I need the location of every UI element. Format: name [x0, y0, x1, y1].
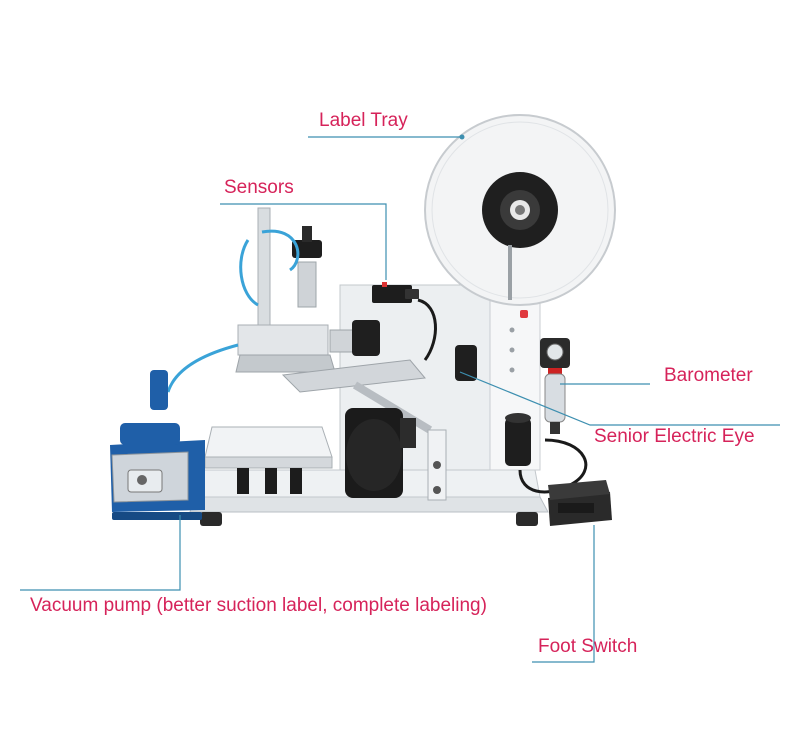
foot-switch	[548, 480, 612, 526]
adjustment-slide	[427, 429, 447, 501]
leader-sensors	[220, 203, 387, 280]
air-tubes	[166, 229, 300, 393]
foot-switch-callout: Foot Switch	[538, 636, 638, 657]
senior-electric-eye-callout: Senior Electric Eye	[594, 426, 755, 447]
label-tray-callout: Label Tray	[319, 110, 408, 131]
rewind-roller	[505, 413, 531, 466]
leader-dot-label-tray	[459, 134, 465, 140]
vacuum-pump-callout: Vacuum pump (better suction label, compl…	[30, 595, 487, 616]
leader-foot-switch	[532, 525, 595, 663]
leader-vacuum-pump	[20, 515, 181, 591]
sensors-callout: Sensors	[224, 177, 294, 198]
leader-lines	[20, 136, 780, 663]
leader-electric-eye	[459, 371, 780, 426]
barometer-regulator	[540, 338, 570, 434]
labeling-head	[235, 207, 477, 381]
label-tray-reel	[424, 114, 616, 306]
vacuum-pump	[110, 370, 205, 520]
sensor-block	[372, 282, 419, 303]
peeling-plate	[281, 359, 433, 434]
barometer-callout: Barometer	[664, 365, 753, 386]
drive-motor	[345, 408, 416, 498]
